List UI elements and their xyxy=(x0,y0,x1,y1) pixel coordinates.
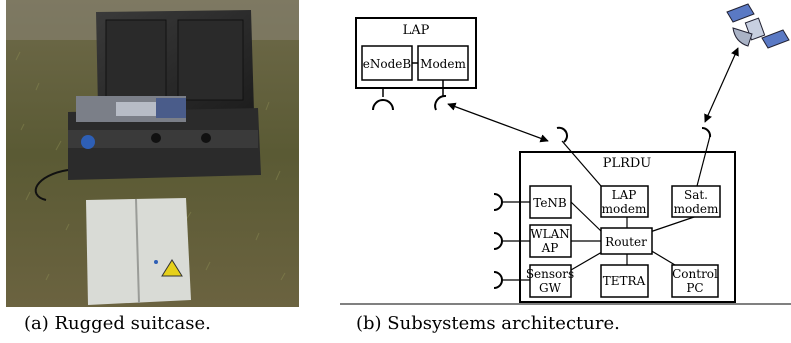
tetra-label: TETRA xyxy=(603,274,646,288)
tenb-label: TeNB xyxy=(533,196,567,210)
sat-modem-box xyxy=(671,185,721,218)
lid-foam-right xyxy=(177,19,244,101)
router-box xyxy=(600,227,653,255)
lap-title: LAP xyxy=(403,23,430,38)
wlan-ap-box xyxy=(529,224,572,258)
equipment-module xyxy=(116,102,156,116)
blue-connector xyxy=(81,135,95,149)
caption-b: (b) Subsystems architecture. xyxy=(356,313,620,334)
lap-modem-label-line2: modem xyxy=(602,202,647,216)
satellite-link-arrow xyxy=(704,47,739,123)
connector xyxy=(151,133,161,143)
sat-modem-label-line1: Sat. xyxy=(684,188,708,202)
sensors-gw-box xyxy=(529,264,572,298)
architecture-diagram: LAP eNodeB Modem PLRDU xyxy=(340,3,791,305)
router-label: Router xyxy=(605,235,647,249)
wlan-ap-label-line1: WLAN xyxy=(530,227,569,241)
sat-modem-antenna-icon xyxy=(701,126,712,138)
lap-unit: LAP eNodeB Modem xyxy=(355,17,477,111)
plrdu-unit: PLRDU TeNB LAP modem Sat. modem WLAN AP xyxy=(493,126,736,303)
caption-a: (a) Rugged suitcase. xyxy=(24,313,211,334)
sensors-gw-label-line1: Sensors xyxy=(526,267,574,281)
rugged-suitcase-photo xyxy=(6,0,299,307)
white-box-split xyxy=(135,198,140,304)
lap-link-arrow xyxy=(447,102,549,143)
tenb-antenna-icon xyxy=(493,193,503,211)
sat-modem-label-line2: modem xyxy=(674,202,719,216)
control-pc-box xyxy=(671,264,719,298)
control-pc-label-line2: PC xyxy=(686,281,703,295)
enodeb-label: eNodeB xyxy=(363,57,412,71)
enodeb-antenna-icon xyxy=(372,99,394,111)
wlan-antenna-icon xyxy=(493,232,503,250)
plrdu-title: PLRDU xyxy=(603,156,652,171)
satellite-icon xyxy=(726,3,790,49)
lap-modem-label-line1: LAP xyxy=(612,188,637,202)
equipment-blue-part xyxy=(156,98,186,118)
tenb-box xyxy=(529,185,572,219)
wlan-ap-label-line2: AP xyxy=(541,241,559,255)
cable xyxy=(34,169,69,201)
modem-antenna-icon xyxy=(434,94,447,111)
modem-label: Modem xyxy=(420,57,466,71)
warning-sign xyxy=(161,259,183,277)
lap-modem-antenna-icon xyxy=(556,126,568,143)
sensors-antenna-icon xyxy=(493,271,503,289)
lid-foam-left xyxy=(105,19,167,101)
connector xyxy=(201,133,211,143)
control-pc-label-line1: Control xyxy=(672,267,718,281)
tetra-box xyxy=(600,264,649,298)
suitcase-front-panel xyxy=(68,130,258,148)
sensors-gw-label-line2: GW xyxy=(539,281,562,295)
lap-modem-box xyxy=(600,185,649,218)
grass-texture xyxy=(15,51,286,281)
box-logo xyxy=(154,260,158,264)
